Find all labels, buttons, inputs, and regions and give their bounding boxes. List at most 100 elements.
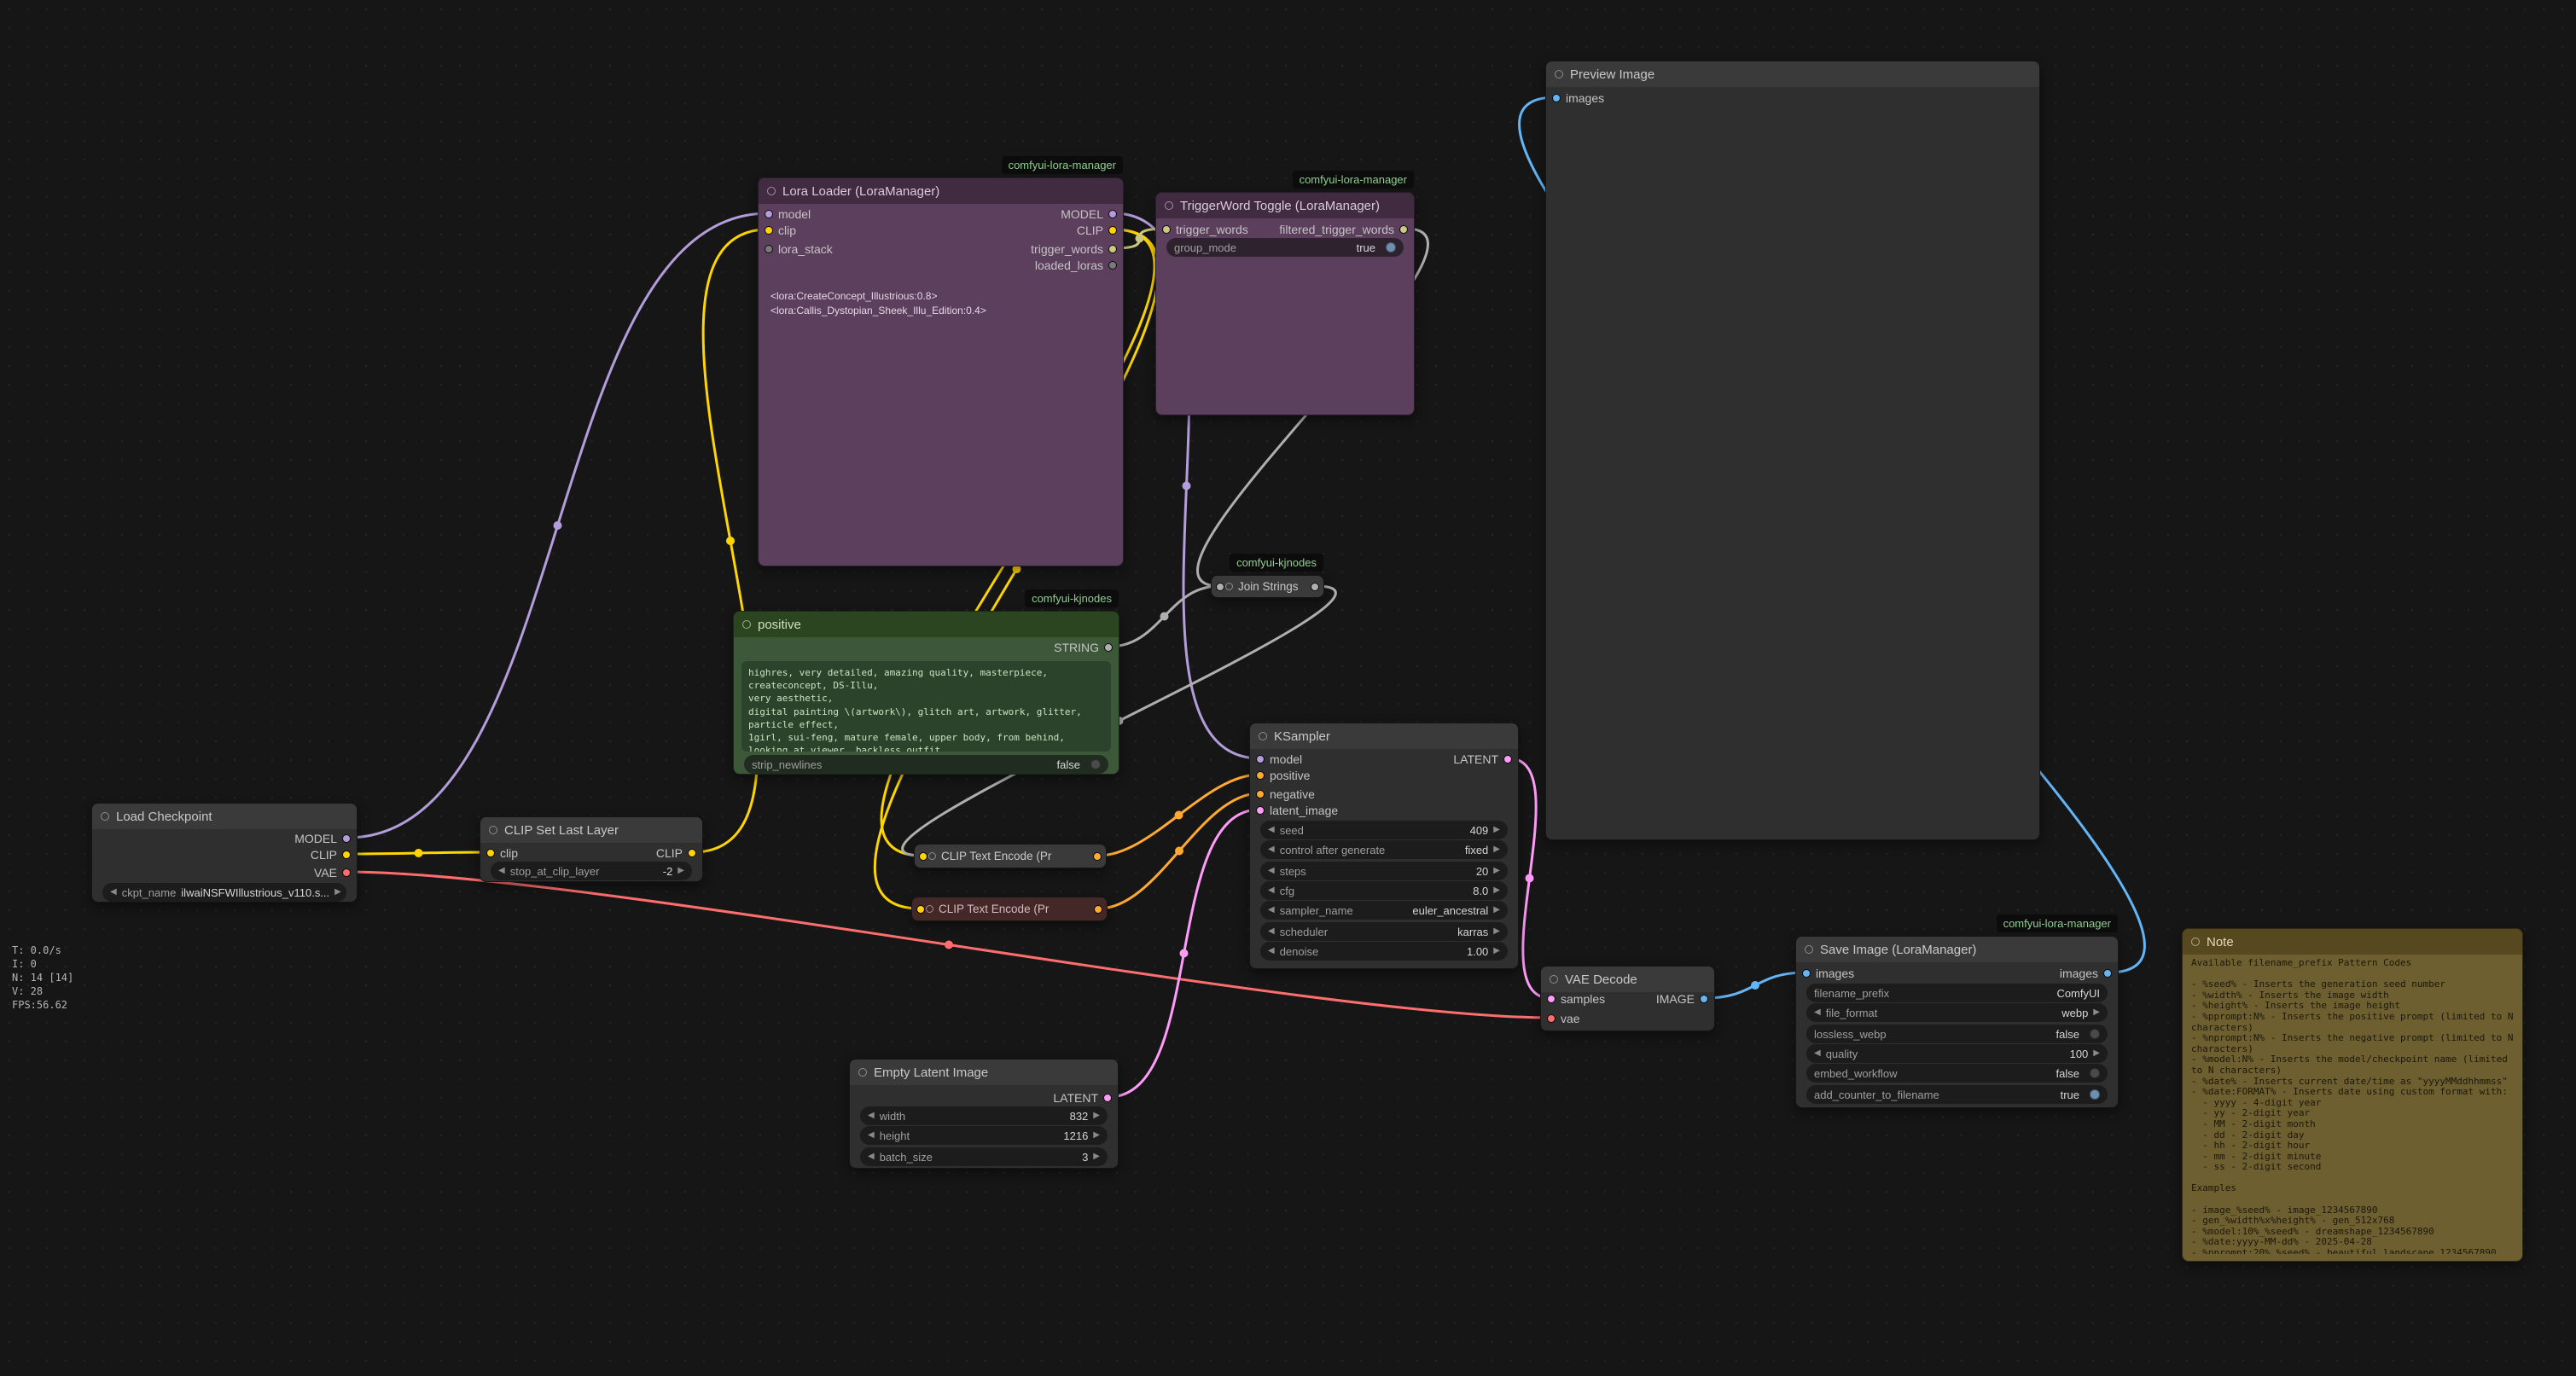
decrement-arrow-icon[interactable]: ◀ — [1814, 1048, 1821, 1058]
output-slot-dot[interactable] — [1093, 851, 1102, 861]
increment-arrow-icon[interactable]: ▶ — [677, 866, 684, 875]
node-title-bar[interactable]: Lora Loader (LoraManager) — [759, 178, 1123, 204]
output-slot-dot[interactable] — [342, 868, 351, 877]
output-slot-dot[interactable] — [1094, 904, 1102, 914]
output-slot-dot[interactable] — [1700, 995, 1708, 1003]
collapse-dot-icon[interactable] — [1225, 583, 1233, 590]
input-slot-dot[interactable] — [765, 226, 773, 235]
decrement-arrow-icon[interactable]: ◀ — [1268, 946, 1275, 955]
increment-arrow-icon[interactable]: ▶ — [1493, 825, 1500, 834]
note-text[interactable]: Available filename_prefix Pattern Codes … — [2191, 958, 2514, 1254]
decrement-arrow-icon[interactable]: ◀ — [1268, 885, 1275, 895]
toggle-dot[interactable] — [2090, 1089, 2100, 1100]
output-slot-dot[interactable] — [1108, 245, 1117, 253]
node-title-bar[interactable]: positive — [734, 612, 1119, 637]
input-slot-dot[interactable] — [1547, 1014, 1555, 1023]
increment-arrow-icon[interactable]: ▶ — [334, 887, 341, 897]
input-slot-dot[interactable] — [486, 849, 495, 857]
increment-arrow-icon[interactable]: ▶ — [1093, 1130, 1100, 1140]
collapse-dot-icon[interactable] — [767, 187, 776, 195]
collapse-dot-icon[interactable] — [928, 852, 936, 860]
collapse-dot-icon[interactable] — [1165, 201, 1173, 210]
node-title-bar[interactable]: KSampler — [1250, 723, 1518, 749]
input-slot-dot[interactable] — [1547, 995, 1555, 1003]
decrement-arrow-icon[interactable]: ◀ — [1814, 1007, 1821, 1017]
output-slot-dot[interactable] — [1108, 210, 1117, 218]
output-slot-dot[interactable] — [342, 851, 351, 859]
input-slot-dot[interactable] — [1256, 790, 1265, 798]
input-slot-dot[interactable] — [1162, 225, 1171, 234]
input-slot-dot[interactable] — [1216, 582, 1224, 591]
output-slot-dot[interactable] — [2103, 969, 2112, 978]
node-title-bar[interactable]: CLIP Text Encode (Pr — [912, 897, 1107, 920]
node-title-bar[interactable]: VAE Decode — [1541, 967, 1714, 992]
increment-arrow-icon[interactable]: ▶ — [1493, 905, 1500, 914]
input-slot-dot[interactable] — [1256, 771, 1265, 780]
toggle-dot[interactable] — [1090, 759, 1101, 769]
increment-arrow-icon[interactable]: ▶ — [1093, 1111, 1100, 1120]
node-clip-text-encode-positive[interactable]: CLIP Text Encode (Pr — [914, 844, 1107, 868]
node-title-bar[interactable]: CLIP Text Encode (Pr — [915, 845, 1106, 868]
node-clip-text-encode-negative[interactable]: CLIP Text Encode (Pr — [911, 897, 1108, 921]
input-slot-dot[interactable] — [1256, 755, 1265, 763]
collapse-dot-icon[interactable] — [489, 826, 497, 834]
increment-arrow-icon[interactable]: ▶ — [2093, 1048, 2100, 1058]
node-title-bar[interactable]: CLIP Set Last Layer — [480, 817, 702, 843]
output-slot-dot[interactable] — [1399, 225, 1408, 234]
output-slot-dot[interactable] — [1108, 226, 1117, 235]
output-slot-dot[interactable] — [1103, 1094, 1112, 1102]
widget-stop_at_clip_layer[interactable]: ◀stop_at_clip_layer-2▶ — [491, 862, 692, 880]
prompt-textarea[interactable]: highres, very detailed, amazing quality,… — [741, 661, 1111, 752]
decrement-arrow-icon[interactable]: ◀ — [868, 1152, 875, 1161]
decrement-arrow-icon[interactable]: ◀ — [868, 1111, 875, 1120]
output-slot-dot[interactable] — [688, 849, 696, 857]
node-title-bar[interactable]: Join Strings — [1212, 576, 1323, 597]
increment-arrow-icon[interactable]: ▶ — [1493, 866, 1500, 875]
input-slot-dot[interactable] — [1552, 94, 1561, 102]
decrement-arrow-icon[interactable]: ◀ — [1268, 845, 1275, 854]
increment-arrow-icon[interactable]: ▶ — [1093, 1152, 1100, 1161]
input-slot-dot[interactable] — [916, 904, 925, 914]
output-slot-dot[interactable] — [1108, 261, 1117, 270]
collapse-dot-icon[interactable] — [2191, 938, 2200, 946]
collapse-dot-icon[interactable] — [858, 1068, 867, 1077]
increment-arrow-icon[interactable]: ▶ — [1493, 885, 1500, 895]
collapse-dot-icon[interactable] — [926, 905, 933, 913]
node-title-bar[interactable]: Save Image (LoraManager) — [1796, 937, 2118, 962]
node-title-bar[interactable]: Note — [2183, 929, 2522, 955]
decrement-arrow-icon[interactable]: ◀ — [1268, 926, 1275, 936]
collapse-dot-icon[interactable] — [1550, 975, 1558, 984]
decrement-arrow-icon[interactable]: ◀ — [1268, 866, 1275, 875]
output-slot-dot[interactable] — [1503, 755, 1512, 763]
node-title-bar[interactable]: Empty Latent Image — [850, 1060, 1118, 1085]
output-slot-dot[interactable] — [1311, 582, 1319, 591]
toggle-dot[interactable] — [1386, 242, 1396, 253]
